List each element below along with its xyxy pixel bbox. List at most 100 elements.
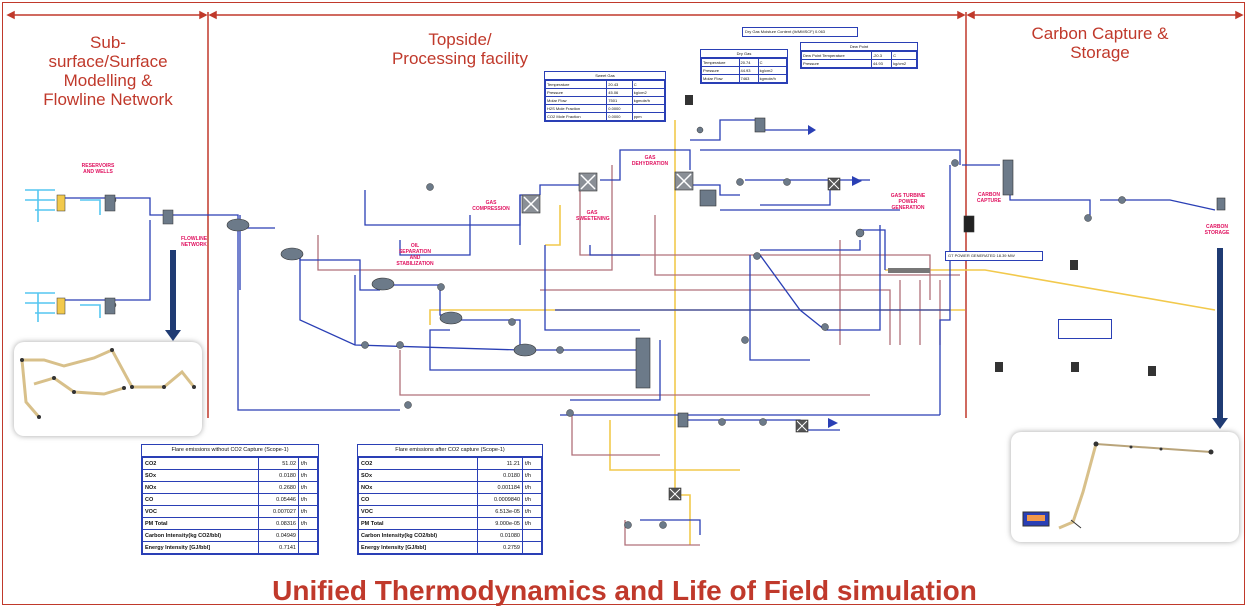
dew-point-unit: C (892, 52, 917, 60)
dew-point-title: Dew Point (801, 43, 917, 51)
emissions-after-rows: CO211.21t/hSOx0.0180t/hNOx0.001184t/hCO0… (358, 457, 542, 554)
emission-before-row: NOx0.2680t/h (143, 482, 318, 494)
emission-before-name: Energy Intensity [GJ/bbl] (143, 542, 259, 554)
sweet-gas-name: Pressure (546, 89, 607, 97)
emission-after-unit: t/h (523, 470, 542, 482)
emission-after-row: Carbon Intensity(kg CO2/bbl)0.01080 (359, 530, 542, 542)
emission-after-value: 0.2759 (477, 542, 522, 554)
emission-after-name: VOC (359, 506, 478, 518)
emission-before-row: Carbon Intensity(kg CO2/bbl)0.04949 (143, 530, 318, 542)
emission-after-name: Energy Intensity [GJ/bbl] (359, 542, 478, 554)
emissions-after-table: Flare emissions after CO2 capture (Scope… (357, 444, 543, 555)
emission-before-unit: t/h (299, 458, 318, 470)
emission-before-name: PM Total (143, 518, 259, 530)
section-title-topside: Topside/ Processing facility (360, 30, 560, 68)
capture-summary-box (1058, 319, 1112, 339)
spreadsheet-block-2 (1070, 260, 1078, 270)
emission-before-value: 0.0180 (259, 470, 299, 482)
emission-before-unit: t/h (299, 506, 318, 518)
label-flowline: FLOWLINE NETWORK (176, 236, 212, 248)
emission-before-unit (299, 530, 318, 542)
lp-separator (440, 312, 462, 324)
section-span-arrows (8, 12, 1242, 18)
stabilizer-drum (514, 344, 536, 356)
co2-capture-unit (964, 216, 974, 232)
emission-before-unit: t/h (299, 470, 318, 482)
dew-point-row: Pressure44.93kg/cm2 (802, 60, 917, 68)
emission-after-unit: t/h (523, 458, 542, 470)
footer-title: Unified Thermodynamics and Life of Field… (0, 575, 1249, 607)
spreadsheet-block-5 (1148, 366, 1156, 376)
emission-before-unit: t/h (299, 518, 318, 530)
dry-gas-unit: kg/cm2 (758, 67, 786, 75)
emission-after-name: PM Total (359, 518, 478, 530)
emission-after-value: 0.01080 (477, 530, 522, 542)
emission-before-row: Energy Intensity [GJ/bbl]0.7141 (143, 542, 318, 554)
sweet-gas-name: Molar Flow (546, 97, 607, 105)
sweet-gas-title: Sweet Gas (545, 72, 665, 80)
emissions-before-title: Flare emissions without CO2 Capture (Sco… (142, 445, 318, 457)
emission-before-value: 0.05446 (259, 494, 299, 506)
export-arrows (808, 125, 862, 428)
label-oil-separation: OIL SEPARATION AND STABILIZATION (385, 243, 445, 267)
hp-separator (281, 248, 303, 260)
sweet-gas-name: CO2 Mole Fraction (546, 113, 607, 121)
spreadsheet-block (685, 95, 693, 105)
emissions-before-rows: CO251.02t/hSOx0.0180t/hNOx0.2680t/hCO0.0… (142, 457, 318, 554)
dry-gas-name: Temperature (702, 59, 740, 67)
emission-before-value: 0.08316 (259, 518, 299, 530)
emission-after-unit (523, 530, 542, 542)
section-title-ccs: Carbon Capture & Storage (1000, 24, 1200, 62)
sweet-gas-name: H2S Mole Fraction (546, 105, 607, 113)
sweet-gas-unit: kg/cm2 (632, 89, 664, 97)
label-gas-sweetening: GAS SWEETENING (576, 210, 608, 222)
dry-gas-title: Dry Gas (701, 50, 787, 58)
emission-before-name: Carbon Intensity(kg CO2/bbl) (143, 530, 259, 542)
dew-point-name: Dew Point Temperature (802, 52, 872, 60)
ccs-map (1011, 432, 1239, 542)
emission-before-value: 0.007027 (259, 506, 299, 518)
emission-after-unit (523, 542, 542, 554)
dry-gas-table: Dry Gas Temperature20.74CPressure44.93kg… (700, 49, 788, 84)
storage-down-arrow-shaft (1217, 248, 1223, 418)
dry-gas-moisture-box: Dry Gas Moisture Content (lb/MMSCF) 0.06… (742, 27, 858, 37)
dry-gas-unit: kgmole/h (758, 75, 786, 83)
emission-before-value: 51.02 (259, 458, 299, 470)
emission-after-row: CO211.21t/h (359, 458, 542, 470)
emission-after-value: 0.001184 (477, 482, 522, 494)
emission-before-value: 0.04949 (259, 530, 299, 542)
spreadsheet-block-3 (995, 362, 1003, 372)
emission-after-value: 11.21 (477, 458, 522, 470)
sweet-gas-value: 7501 (607, 97, 633, 105)
emission-after-unit: t/h (523, 506, 542, 518)
gt-header (888, 268, 930, 273)
emission-after-value: 0.0009840 (477, 494, 522, 506)
sweet-gas-value: 0.0000 (607, 105, 633, 113)
emission-after-name: SOx (359, 470, 478, 482)
inlet-separator (227, 219, 249, 231)
capture-absorber (1003, 160, 1013, 195)
section-title-subsurface: Sub- surface/Surface Modelling & Flowlin… (22, 33, 194, 109)
emission-before-unit: t/h (299, 482, 318, 494)
emission-before-name: VOC (143, 506, 259, 518)
emission-before-name: CO2 (143, 458, 259, 470)
emission-after-value: 9.000e-05 (477, 518, 522, 530)
label-gas-compression: GAS COMPRESSION (464, 200, 518, 212)
emission-after-name: NOx (359, 482, 478, 494)
emission-before-unit (299, 542, 318, 554)
emission-before-value: 0.7141 (259, 542, 299, 554)
dry-gas-rows: Temperature20.74CPressure44.93kg/cm2Mola… (701, 58, 787, 83)
label-gas-dehydration: GAS DEHYDRATION (622, 155, 678, 167)
stabilizer-column (636, 338, 650, 388)
emission-after-unit: t/h (523, 482, 542, 494)
